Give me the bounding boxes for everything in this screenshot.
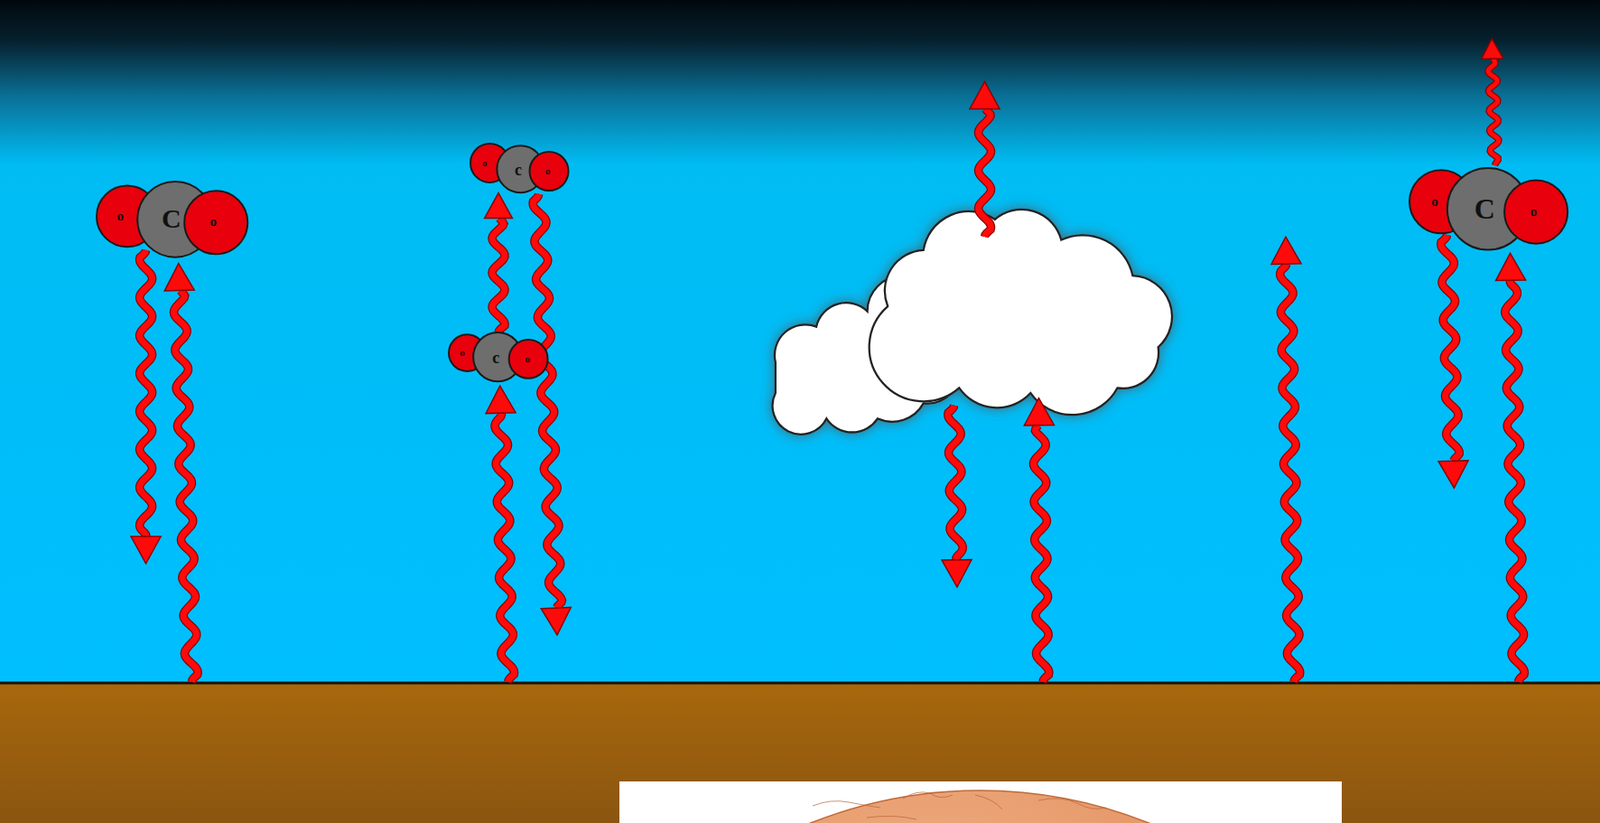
infrared-ray bbox=[941, 405, 972, 587]
arrow-head bbox=[1271, 236, 1302, 264]
oxygen-label: o bbox=[1431, 195, 1439, 209]
oxygen-label: o bbox=[545, 166, 551, 177]
oxygen-atom bbox=[530, 151, 569, 191]
cloud bbox=[772, 209, 1173, 435]
arrow-head bbox=[1023, 398, 1054, 426]
ray-outline bbox=[494, 412, 515, 682]
ray-outline bbox=[173, 290, 198, 682]
earth-globe bbox=[619, 790, 1342, 823]
ray-outline bbox=[1505, 279, 1526, 682]
ray-line bbox=[1033, 425, 1050, 682]
ray-outline bbox=[139, 250, 153, 537]
ray-line bbox=[978, 108, 992, 237]
ray-line bbox=[494, 412, 515, 682]
arrow-head bbox=[540, 606, 571, 635]
ray-outline bbox=[492, 218, 505, 334]
ground-line bbox=[0, 681, 1600, 685]
arrow-head bbox=[969, 81, 1000, 109]
oxygen-label: o bbox=[482, 158, 488, 168]
infrared-rays bbox=[130, 38, 1526, 682]
arrow-head bbox=[1481, 38, 1504, 59]
continent-lines bbox=[812, 791, 1107, 819]
infrared-ray bbox=[1496, 252, 1526, 682]
arrow-head bbox=[941, 559, 972, 587]
ray-line bbox=[1280, 263, 1301, 682]
co2-molecule: oco bbox=[470, 143, 568, 193]
arrow-head bbox=[1496, 252, 1526, 280]
ray-outline bbox=[978, 108, 992, 237]
arrow-head bbox=[130, 536, 161, 564]
arrow-head bbox=[484, 193, 513, 219]
earth-inset bbox=[523, 781, 1436, 823]
ray-outline bbox=[1280, 263, 1301, 682]
ray-line bbox=[1441, 234, 1460, 461]
carbon-label: C bbox=[161, 204, 182, 233]
ray-line bbox=[139, 250, 153, 537]
ray-outline bbox=[1441, 234, 1460, 461]
co2-molecule: o Co bbox=[96, 181, 248, 258]
ray-line bbox=[492, 218, 505, 334]
oxygen-label: o bbox=[117, 209, 125, 224]
oxygen-atom bbox=[1504, 180, 1568, 244]
oxygen-label: o bbox=[209, 215, 217, 230]
ray-line bbox=[532, 194, 562, 608]
infrared-ray bbox=[484, 193, 513, 334]
sky bbox=[0, 0, 1600, 683]
oxygen-label: o bbox=[459, 347, 466, 358]
oxygen-label: o bbox=[525, 353, 531, 364]
ray-outline bbox=[948, 405, 963, 560]
oxygen-atom bbox=[509, 339, 549, 379]
ray-line bbox=[948, 405, 963, 560]
ray-line bbox=[173, 290, 198, 682]
infrared-ray bbox=[485, 385, 516, 682]
co2-molecule: oco bbox=[448, 332, 549, 382]
oxygen-atom bbox=[185, 190, 249, 254]
arrow-head bbox=[164, 263, 195, 292]
arrow-head bbox=[1438, 460, 1469, 488]
infrared-ray bbox=[532, 194, 571, 635]
infrared-ray bbox=[130, 250, 161, 564]
carbon-label: c bbox=[514, 160, 522, 177]
ray-outline bbox=[532, 194, 562, 608]
infrared-ray bbox=[1271, 236, 1302, 682]
ground bbox=[0, 682, 1600, 823]
infrared-ray bbox=[1023, 398, 1054, 682]
infrared-ray bbox=[164, 263, 198, 682]
oxygen-label: o bbox=[1530, 204, 1538, 219]
co2-molecule: o Co bbox=[1409, 167, 1568, 250]
ray-outline bbox=[1488, 58, 1499, 166]
ray-line bbox=[1488, 58, 1499, 166]
connector-group bbox=[484, 193, 513, 334]
infrared-ray bbox=[1438, 234, 1469, 488]
ray-line bbox=[1505, 279, 1526, 682]
large-cloud bbox=[869, 209, 1173, 415]
carbon-label: c bbox=[492, 348, 500, 365]
carbon-label: C bbox=[1474, 194, 1496, 224]
ray-outline bbox=[1033, 425, 1050, 682]
arrow-head bbox=[485, 385, 516, 413]
infrared-ray bbox=[1481, 38, 1504, 166]
infrared-ray bbox=[969, 81, 1000, 237]
